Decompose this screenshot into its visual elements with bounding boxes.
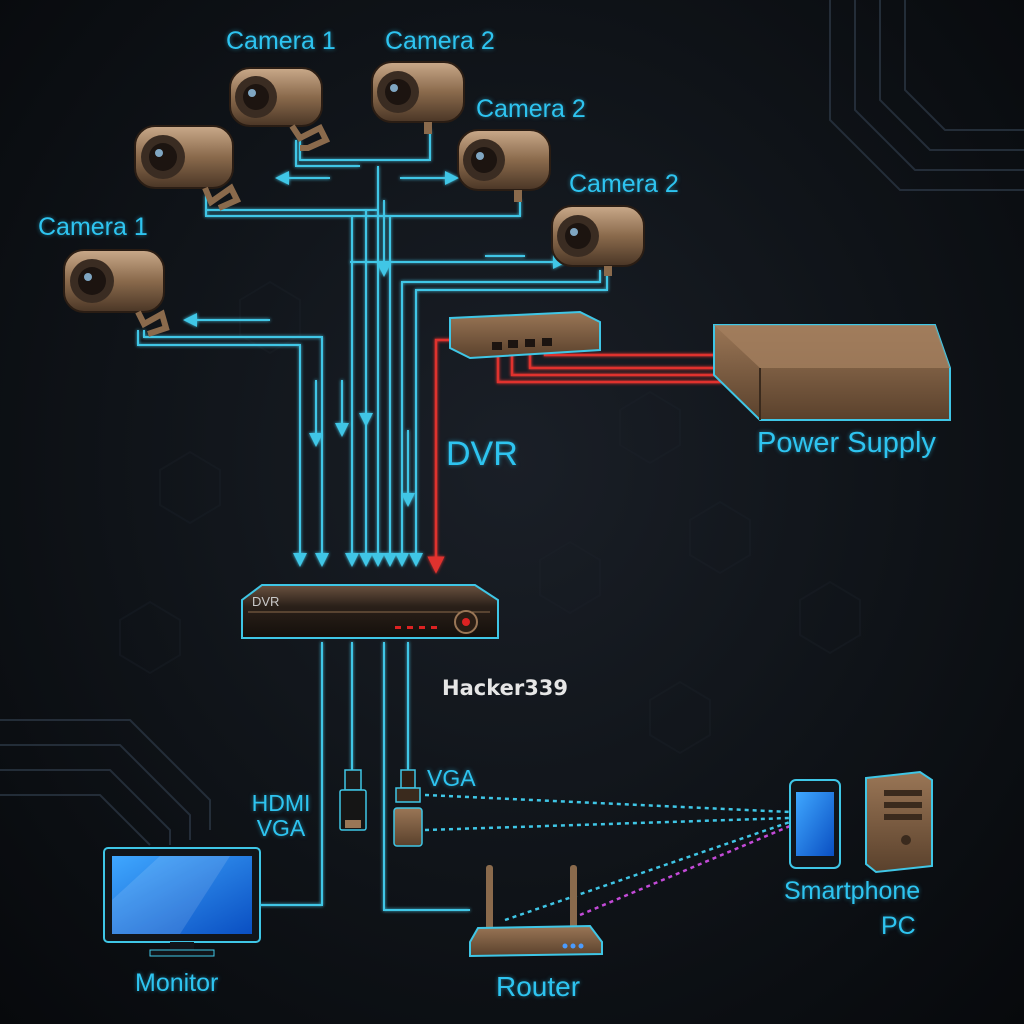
label-hdmi: HDMI [251, 790, 311, 816]
label-hdmi-vga: HDMI VGA [246, 790, 316, 842]
label-pc: PC [881, 912, 916, 940]
camera-2-top [371, 61, 465, 134]
label-router: Router [496, 971, 581, 1002]
hex-background [119, 280, 861, 755]
hdmi-plug [339, 769, 367, 831]
output-cables [258, 642, 470, 911]
label-monitor: Monitor [135, 969, 219, 997]
camera-cables [137, 130, 608, 567]
label-camera-1-left: Camera 1 [38, 213, 148, 241]
power-supply-box [713, 324, 951, 421]
label-power-supply: Power Supply [757, 427, 936, 459]
label-camera-2-right: Camera 2 [569, 170, 679, 198]
circuit-traces [0, 0, 1024, 846]
pc-tower [865, 770, 933, 874]
label-hdmi-vga-2: VGA [256, 815, 306, 842]
router [469, 865, 603, 958]
wireless-links [424, 793, 791, 922]
label-smartphone: Smartphone [784, 877, 921, 905]
label-camera-2-top: Camera 2 [385, 27, 495, 55]
label-camera-2-mid: Camera 2 [476, 95, 586, 123]
smartphone [789, 779, 841, 869]
camera-1-left [63, 249, 170, 337]
dvr-device-text: DVR [252, 594, 279, 609]
label-vga: VGA [427, 765, 476, 791]
label-dvr-line: DVR [446, 435, 518, 473]
label-camera-1-top: Camera 1 [226, 27, 336, 55]
camera-upper-left [134, 125, 242, 211]
camera-2-right [551, 205, 645, 276]
watermark: Hacker339 [442, 676, 569, 700]
power-splitter [449, 310, 601, 360]
camera-2-mid [457, 129, 551, 202]
dvr-recorder [241, 584, 499, 639]
camera-1-top [229, 67, 331, 151]
vga-plug [393, 769, 423, 847]
monitor [103, 847, 261, 957]
